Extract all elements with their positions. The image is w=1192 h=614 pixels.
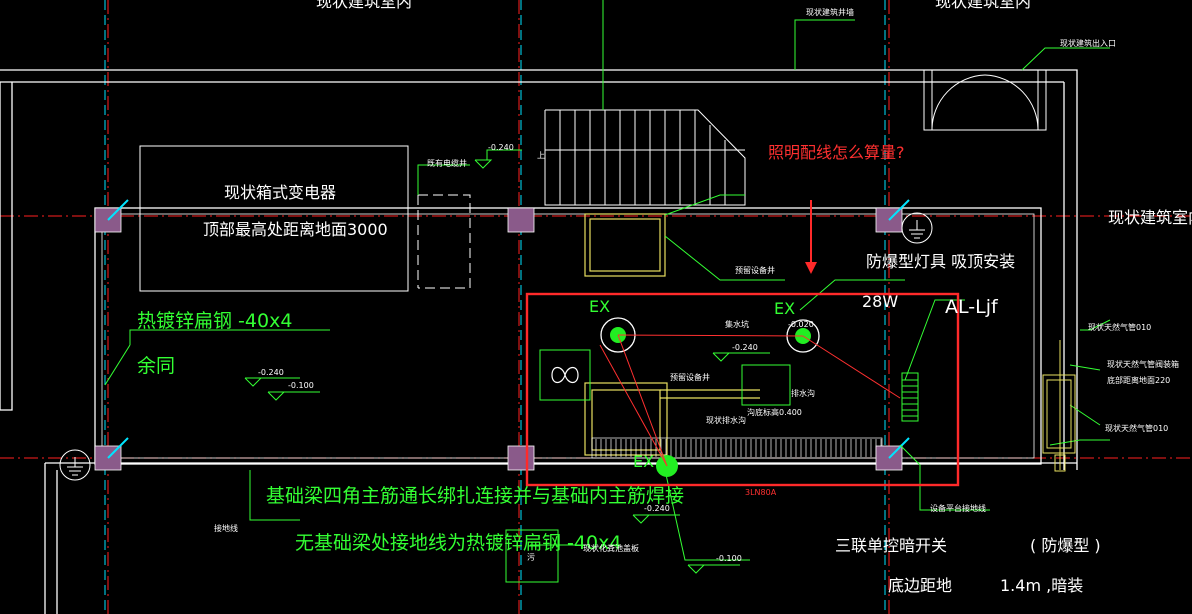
label-room-top-left: 现状建筑室内	[316, 0, 413, 11]
label-sewage-symbol: 污	[527, 553, 535, 562]
label-reserved-well-1: 预留设备井	[735, 266, 775, 275]
label-equip-ground: 设备平台接地线	[930, 504, 986, 513]
question-text: 照明配线怎么算量?	[768, 143, 905, 162]
label-ground-same: 余同	[137, 355, 176, 377]
label-level-bottom: -0.240	[644, 504, 670, 513]
label-existing-drain: 现状排水沟	[706, 416, 746, 425]
switch-height-label: 底边距地	[888, 576, 953, 595]
label-entrance: 现状建筑出入口	[1060, 39, 1116, 48]
label-level-top: -0.240	[488, 143, 514, 152]
label-drain-bottom: 沟底标高0.400	[747, 408, 802, 417]
leader-lines	[104, 0, 1111, 583]
label-sump: 集水坑	[725, 320, 749, 329]
label-ground-flat-steel: 热镀锌扁钢 -40x4	[137, 310, 293, 332]
entrance-doors	[923, 69, 1047, 131]
lamp-power: 28W	[862, 292, 899, 311]
ground-markers	[107, 199, 910, 459]
label-gas-height: 底部距离地面220	[1107, 376, 1171, 385]
label-gas-pipe-2: 现状天然气管010	[1105, 424, 1169, 433]
label-foundation-beam: 基础梁四角主筋通长绑扎连接并与基础内主筋焊接	[266, 485, 685, 507]
label-no-beam-ground: 无基础梁处接地线为热镀锌扁钢 -40x4	[295, 532, 622, 554]
panel-id: AL-Ljf	[945, 296, 998, 318]
label-level-mid: -0.240	[732, 343, 758, 352]
label-small-red: 3LN80A	[745, 488, 777, 497]
label-room-top-right: 现状建筑室内	[935, 0, 1032, 11]
drain-hatch	[591, 437, 883, 459]
outer-walls	[0, 69, 1078, 614]
question-highlight	[525, 200, 960, 487]
label-stair-up: 上	[537, 151, 545, 160]
distribution-panel	[901, 372, 919, 422]
label-septic-cover: 现状化粪池盖板	[583, 544, 639, 553]
label-room-right: 现状建筑室内	[1108, 208, 1192, 227]
transformer-title: 现状箱式变电器	[224, 183, 337, 202]
label-ex-2: EX	[774, 299, 796, 318]
label-well-wall: 现状建筑井墙	[806, 8, 854, 17]
switch-type: ( 防爆型 )	[1030, 536, 1101, 555]
label-existing-cable-well: 既有电缆井	[427, 159, 467, 168]
label-level-left-2: -0.100	[288, 381, 314, 390]
label-ex-1: EX	[589, 297, 611, 316]
label-gas-valve: 现状天然气管阀装箱	[1107, 360, 1179, 369]
label-level-left-1: -0.240	[258, 368, 284, 377]
columns	[94, 207, 903, 471]
lighting-wiring	[599, 334, 901, 467]
dashed-pipes	[104, 0, 886, 614]
switch-height-value: 1.4m ,暗装	[1000, 576, 1084, 595]
transformer-box	[139, 145, 471, 292]
label-level-bottom-2: -0.100	[716, 554, 742, 563]
gas-box	[1042, 340, 1076, 472]
label-grounding-line: 接地线	[214, 524, 238, 533]
stair	[544, 109, 746, 206]
label-sump-elev: -0.020	[788, 320, 814, 329]
lamp-note: 防爆型灯具 吸顶安装	[866, 252, 1016, 271]
exhaust-fan-icon	[551, 366, 579, 384]
transformer-height: 顶部最高处距离地面3000	[203, 220, 388, 239]
switch-note: 三联单控暗开关	[835, 536, 948, 555]
label-ex-3: EX	[633, 452, 655, 471]
label-drain: 排水沟	[791, 389, 815, 398]
label-gas-pipe-1: 现状天然气管010	[1088, 323, 1152, 332]
label-reserved-well-2: 预留设备井	[670, 373, 710, 382]
ground-symbols	[59, 212, 933, 481]
